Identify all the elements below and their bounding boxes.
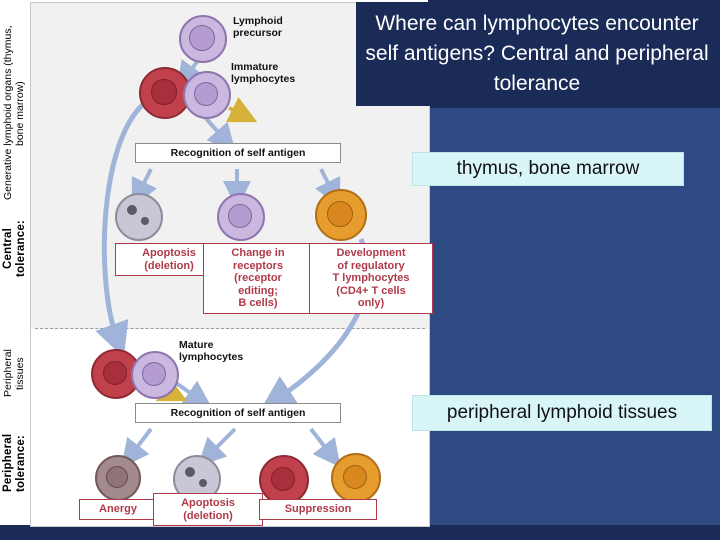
side-label-peripheral-tolerance: Peripheral tolerance: Peripheral tissues [2, 336, 28, 516]
cell-regulatory-t-nucleus [327, 201, 353, 227]
box-outcome-apoptosis-bottom: Apoptosis(deletion) [153, 493, 263, 526]
cell-regulatory-t-bottom-nucleus [343, 465, 367, 489]
box-outcome-anergy: Anergy [79, 499, 157, 520]
side-label-peripheral-subtitle: Peripheral tissues [2, 349, 27, 398]
cell-suppressed-target-nucleus [271, 467, 295, 491]
cell-apoptotic-bottom-fragment-2 [199, 479, 207, 487]
box-recognition-self-antigen-bottom: Recognition of self antigen [135, 403, 341, 423]
cell-receptor-edited-nucleus [228, 204, 252, 228]
cell-apoptotic [115, 193, 163, 241]
cell-immature-purple-nucleus [194, 82, 218, 106]
diagram-divider [35, 328, 425, 329]
cell-mature-red-nucleus [103, 361, 127, 385]
box-outcome-suppression: Suppression [259, 499, 377, 520]
cell-immature-red-nucleus [151, 79, 177, 105]
side-label-central-title: Central tolerance: [2, 219, 28, 277]
cell-apoptotic-fragment-2 [141, 217, 149, 225]
side-label-peripheral-title: Peripheral tolerance: [2, 434, 28, 493]
cell-mature-purple-nucleus [142, 362, 166, 386]
answer-box-central: thymus, bone marrow [412, 152, 684, 186]
cell-apoptotic-bottom-fragment-1 [185, 467, 195, 477]
cell-anergic-nucleus [106, 466, 128, 488]
cell-lymphoid-precursor-nucleus [189, 25, 215, 51]
slide-background-bottom-strip [0, 525, 720, 540]
cell-apoptotic-fragment-1 [127, 205, 137, 215]
side-label-central-tolerance: Central tolerance: Generative lymphoid o… [2, 18, 28, 288]
box-recognition-self-antigen-top: Recognition of self antigen [135, 143, 341, 163]
slide-title: Where can lymphocytes encounter self ant… [356, 2, 718, 106]
side-label-central-subtitle: Generative lymphoid organs (thymus, bone… [2, 25, 27, 201]
answer-box-peripheral: peripheral lymphoid tissues [412, 395, 712, 431]
